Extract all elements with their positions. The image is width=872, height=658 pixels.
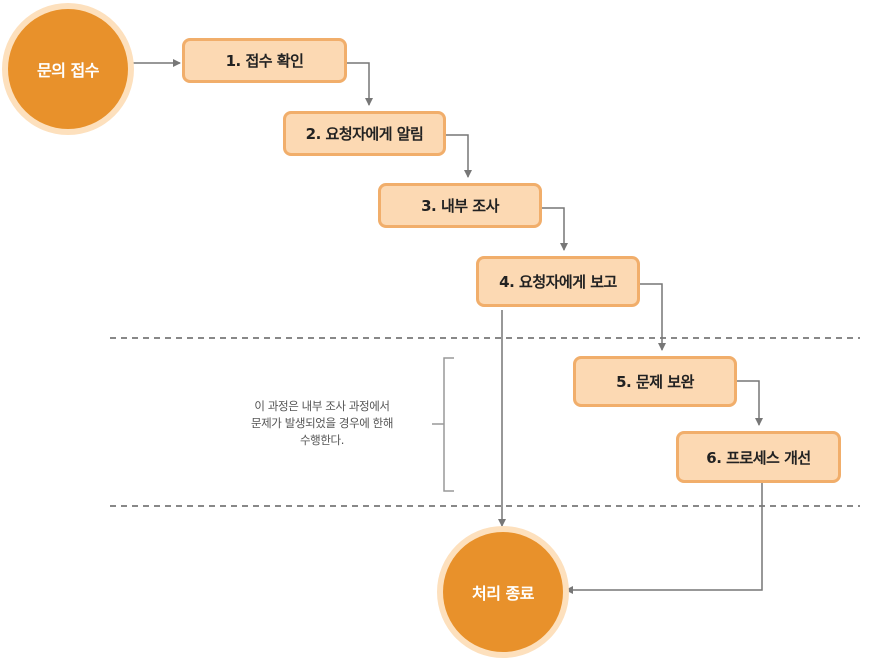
arrow-step-6-to-end <box>565 483 763 594</box>
note-line-3: 수행한다. <box>300 433 344 447</box>
arrow-step-1-to-step-2 <box>347 62 373 106</box>
note-line-2: 문제가 발생되었을 경우에 한해 <box>250 416 394 430</box>
arrow-step-5-to-step-6 <box>737 380 763 426</box>
step-3-box: 3. 내부 조사 <box>378 183 542 228</box>
end-circle: 처리 종료 <box>443 532 563 652</box>
step-5-box: 5. 문제 보완 <box>573 356 737 407</box>
arrow-step-2-to-step-3 <box>446 134 472 178</box>
note-line-1: 이 과정은 내부 조사 과정에서 <box>254 399 390 413</box>
note-bracket <box>432 357 454 492</box>
step-4-box: 4. 요청자에게 보고 <box>476 256 640 307</box>
start-circle: 문의 접수 <box>8 9 128 129</box>
step-2-box: 2. 요청자에게 알림 <box>283 111 446 156</box>
conditional-note: 이 과정은 내부 조사 과정에서 문제가 발생되었을 경우에 한해 수행한다. <box>222 398 422 449</box>
step-1-box: 1. 접수 확인 <box>182 38 347 83</box>
arrow-step-3-to-step-4 <box>542 207 568 251</box>
step-6-box: 6. 프로세스 개선 <box>676 431 841 483</box>
arrow-step-4-to-step-5 <box>640 283 666 351</box>
